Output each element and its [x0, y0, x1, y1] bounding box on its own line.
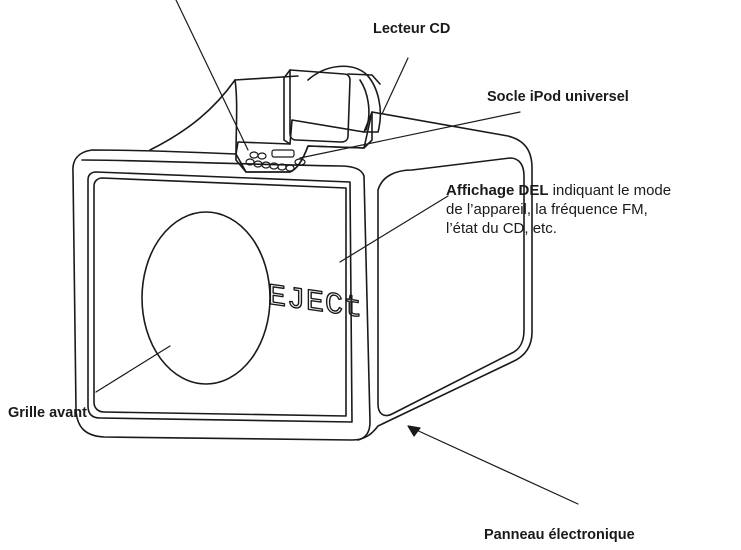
cabinet-top-back-edge-2: [234, 79, 238, 155]
control-button: [285, 164, 295, 172]
control-buttons: [245, 149, 306, 172]
label-led-display-line2: de l’appareil, la fréquence FM,: [446, 201, 648, 218]
label-front-grille: Grille avant: [8, 405, 87, 421]
cd-disc-inner: [359, 79, 370, 131]
front-grille-inner: [93, 177, 347, 417]
leader-line-cd-player: [381, 57, 409, 115]
control-button: [249, 151, 259, 159]
speaker-driver: [141, 211, 271, 385]
cabinet-top-back-edge: [149, 73, 381, 151]
leader-line-panel: [411, 427, 579, 505]
top-control-deck: [235, 111, 373, 173]
cabinet-front-top-edge: [81, 159, 365, 177]
label-led-display: Affichage DEL indiquant le mode de l’app…: [446, 181, 741, 238]
ipod-dock-insert: [289, 69, 351, 143]
label-cd-player: Lecteur CD: [373, 21, 451, 37]
label-led-display-title: Affichage DEL: [446, 182, 549, 199]
ipod-dock-insert-side: [283, 69, 291, 145]
leader-lines: [95, 0, 579, 505]
label-ipod-dock: Socle iPod universel: [487, 89, 629, 105]
control-button: [257, 152, 267, 160]
label-electronic-panel: Panneau électronique: [484, 527, 635, 543]
leader-line-top-controls: [175, 0, 249, 151]
led-display-readout: EJECt: [268, 280, 363, 327]
control-button: [294, 158, 306, 166]
leader-line-grille: [95, 345, 171, 393]
label-led-display-line3: l’état du CD, etc.: [446, 220, 557, 237]
cabinet-corner-edge: [357, 175, 371, 441]
control-display-window: [271, 149, 295, 158]
front-grille-outer: [87, 171, 353, 423]
leader-line-ipod-dock: [299, 111, 521, 159]
arrowhead-panel: [407, 425, 421, 437]
leader-line-display: [339, 195, 449, 263]
side-panel-outline: [377, 157, 525, 417]
label-led-display-line1: indiquant le mode: [548, 182, 672, 199]
cd-disc: [307, 65, 382, 133]
